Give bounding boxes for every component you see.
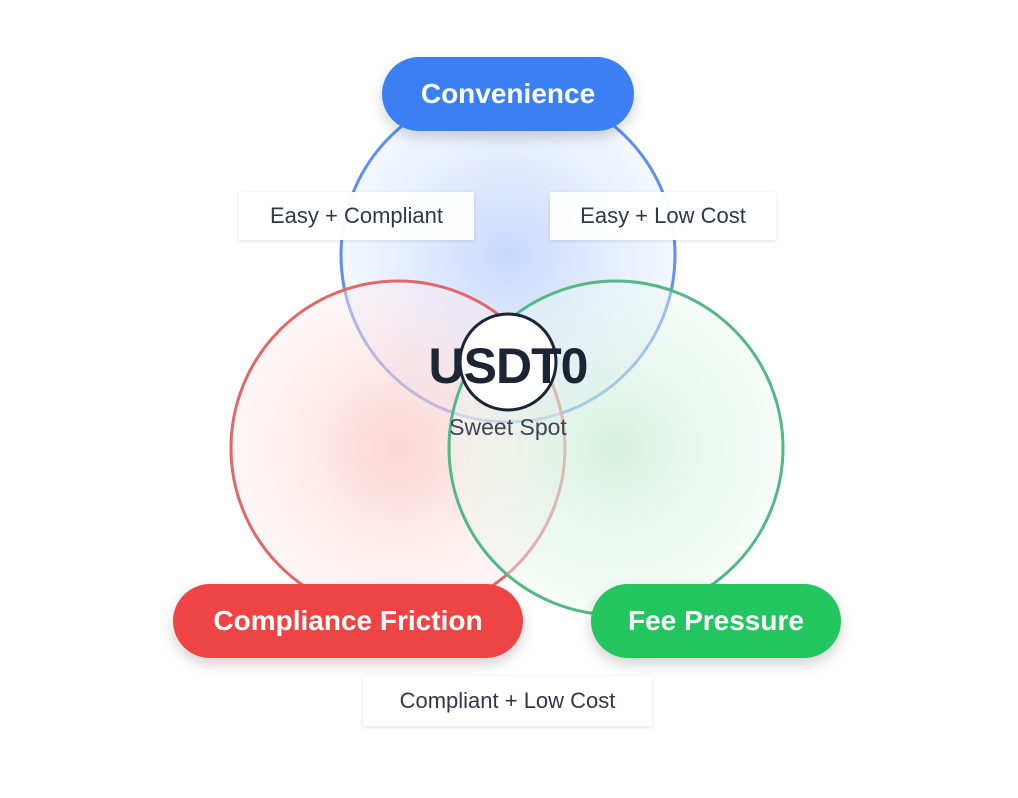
overlap-label-easy-compliant: Easy + Compliant — [239, 192, 474, 240]
set-label-convenience: Convenience — [382, 57, 634, 131]
center-badge-circle — [458, 312, 558, 412]
set-label-fee-pressure: Fee Pressure — [591, 584, 841, 658]
overlap-label-compliant-low-cost: Compliant + Low Cost — [363, 676, 652, 726]
overlap-label-easy-low-cost: Easy + Low Cost — [550, 192, 776, 240]
set-label-compliance-friction: Compliance Friction — [173, 584, 523, 658]
center-subtitle: Sweet Spot — [449, 414, 567, 440]
center-title: USDT0 — [428, 338, 589, 394]
